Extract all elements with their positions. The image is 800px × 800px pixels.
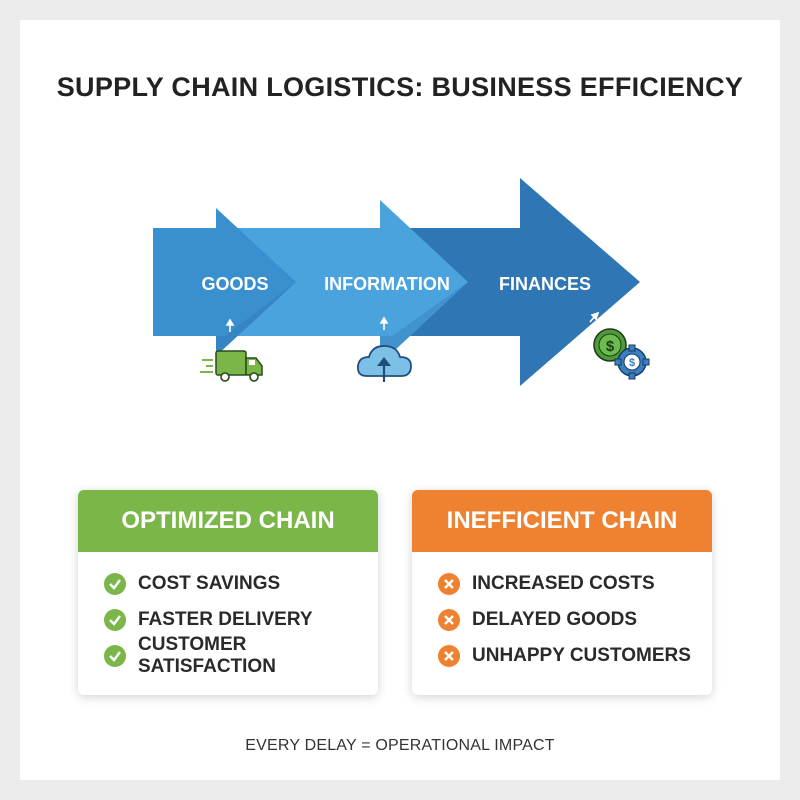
goods-arrow: [153, 208, 296, 356]
infographic-canvas: SUPPLY CHAIN LOGISTICS: BUSINESS EFFICIE…: [20, 20, 780, 780]
stage-label-goods: GOODS: [201, 274, 268, 294]
inefficient-chain-list: INCREASED COSTS DELAYED GOODS UNHAPPY CU…: [412, 552, 712, 674]
information-arrow-shade: [380, 282, 468, 364]
list-item-label: COST SAVINGS: [138, 573, 281, 594]
svg-text:$: $: [629, 357, 635, 369]
list-item: DELAYED GOODS: [438, 602, 712, 638]
list-item: CUSTOMER SATISFACTION: [104, 634, 378, 677]
dollar-gear-icon: $ $: [593, 328, 650, 380]
flow-diagram: GOODS INFORMATION FINANCES: [153, 178, 650, 386]
list-item: INCREASED COSTS: [438, 566, 712, 602]
footer-note: EVERY DELAY = OPERATIONAL IMPACT: [245, 737, 555, 754]
check-icon: [104, 573, 126, 595]
list-item: FASTER DELIVERY: [104, 602, 378, 638]
page-title: SUPPLY CHAIN LOGISTICS: BUSINESS EFFICIE…: [56, 72, 744, 102]
inefficient-chain-card: INEFFICIENT CHAIN INCREASED COSTS DELAYE…: [412, 490, 712, 695]
stage-label-information: INFORMATION: [324, 274, 450, 294]
x-icon: [438, 573, 460, 595]
delivery-truck-icon: [200, 350, 263, 382]
x-icon: [438, 645, 460, 667]
goods-arrow-shade: [216, 282, 296, 356]
optimized-chain-list: COST SAVINGS FASTER DELIVERY CUSTOMER SA…: [78, 552, 378, 677]
svg-text:$: $: [606, 338, 615, 355]
inefficient-chain-header: INEFFICIENT CHAIN: [412, 490, 712, 552]
stage-label-finances: FINANCES: [499, 274, 591, 294]
list-item-label: INCREASED COSTS: [472, 573, 655, 594]
optimized-chain-card: OPTIMIZED CHAIN COST SAVINGS FASTER DELI…: [78, 490, 378, 695]
list-item-label: CUSTOMER SATISFACTION: [138, 634, 276, 677]
check-icon: [104, 609, 126, 631]
check-icon: [104, 645, 126, 667]
x-icon: [438, 609, 460, 631]
list-item-label: UNHAPPY CUSTOMERS: [472, 645, 691, 666]
optimized-chain-header: OPTIMIZED CHAIN: [78, 490, 378, 552]
cloud-upload-icon: [357, 345, 412, 382]
list-item: COST SAVINGS: [104, 566, 378, 602]
pointer-information: [379, 316, 389, 330]
list-item-label: FASTER DELIVERY: [138, 609, 313, 630]
list-item-label: DELAYED GOODS: [472, 609, 638, 630]
pointer-finances: [589, 311, 600, 323]
pointer-goods: [225, 318, 235, 332]
list-item: UNHAPPY CUSTOMERS: [438, 638, 712, 674]
